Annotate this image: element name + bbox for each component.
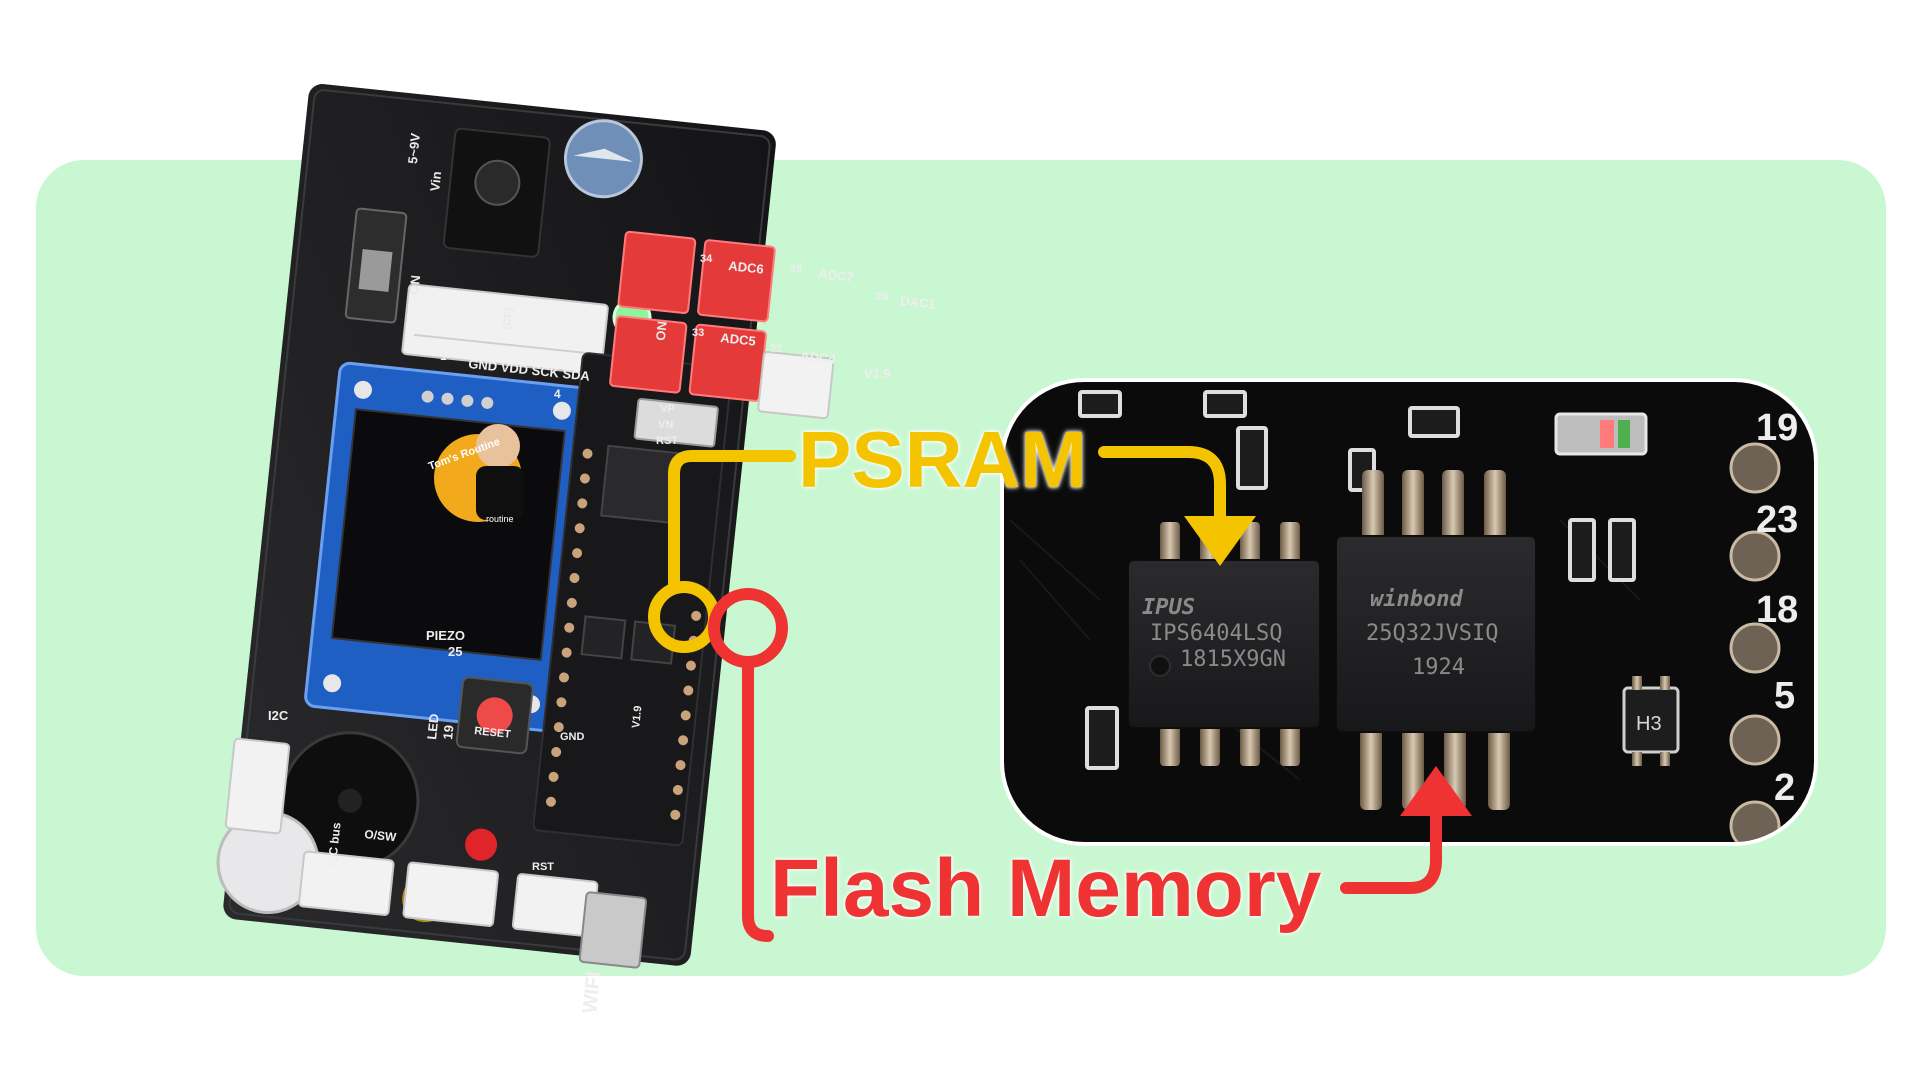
silk-on-led: ON bbox=[653, 320, 670, 341]
flash-arrowhead bbox=[1400, 766, 1472, 816]
adc6-connector bbox=[617, 230, 697, 314]
silk-dac1: DAC1 bbox=[900, 293, 937, 312]
header-pin-23: 23 bbox=[1756, 499, 1798, 541]
psram-label: PSRAM bbox=[798, 415, 1087, 504]
silk-vin: Vin bbox=[427, 171, 444, 193]
display-avatar-face bbox=[476, 424, 520, 468]
silk-ch1: 1 bbox=[440, 349, 447, 363]
flash-chip-zoom: winbond 25Q32JVSIQ 1924 bbox=[1335, 470, 1537, 810]
psram-chip-line-3: 1815X9GN bbox=[1180, 647, 1286, 672]
flash-leader bbox=[742, 656, 774, 942]
psram-arrow-line bbox=[1098, 446, 1226, 526]
header-pin-18: 18 bbox=[1756, 589, 1798, 631]
silk-i2c-bus: I2C bus bbox=[325, 821, 343, 866]
connector-top bbox=[401, 283, 609, 376]
bottom-connector-1 bbox=[298, 850, 395, 916]
adc7-connector bbox=[697, 239, 776, 323]
silk-ch4: 4 bbox=[554, 387, 561, 401]
display-sub: routine bbox=[486, 514, 514, 524]
silk-version: V1.9 bbox=[864, 366, 891, 381]
dev-board: 5~9V Vin ON ON (CF) V1.9 bbox=[216, 83, 835, 969]
flash-callout bbox=[708, 588, 1442, 942]
silk-adc6: ADC6 bbox=[728, 258, 765, 277]
silk-rst: RST bbox=[656, 435, 678, 447]
silk-v19: V1.9 bbox=[630, 705, 644, 729]
silk-on: ON bbox=[406, 274, 423, 295]
psram-arrowhead bbox=[1184, 516, 1256, 566]
header-pin-2: 2 bbox=[1774, 767, 1795, 809]
silk-power: 5~9V bbox=[405, 132, 423, 164]
flash-chip-line-1: winbond bbox=[1370, 587, 1463, 612]
silk-vp: VP bbox=[660, 403, 675, 415]
silk-adc7: ADC7 bbox=[818, 266, 855, 285]
silk-pin26: 26 bbox=[876, 291, 888, 303]
header-pin-19: 19 bbox=[1756, 407, 1798, 449]
adc5-connector bbox=[609, 315, 688, 394]
psram-chip-zoom: IPUS IPS6404LSQ 1815X9GN bbox=[1127, 522, 1321, 766]
oled-display-content: Tom's Routine routine bbox=[427, 424, 524, 524]
silk-wifi: WIFI bbox=[579, 970, 605, 1014]
psram-chip-line-1: IPUS bbox=[1142, 595, 1195, 620]
silk-piezo: PIEZO bbox=[426, 628, 465, 643]
silk-pin34: 34 bbox=[700, 253, 713, 265]
silk-gnd: GND bbox=[560, 731, 585, 743]
small-part-label: H3 bbox=[1636, 713, 1662, 735]
board-psram bbox=[580, 615, 627, 660]
header-pins-zoom: 19 23 18 5 2 bbox=[1729, 407, 1798, 842]
silk-osw: O/SW bbox=[364, 827, 398, 844]
dac1-connector bbox=[757, 350, 835, 420]
silk-led-pin: 19 bbox=[440, 724, 456, 740]
silk-pin33: 33 bbox=[692, 327, 704, 339]
silk-adc4: ADC4 bbox=[800, 348, 838, 367]
psram-leader bbox=[668, 450, 796, 593]
v19-switch bbox=[633, 397, 719, 448]
silk-vn: VN bbox=[658, 419, 673, 431]
small-part-zoom: H3 bbox=[1622, 676, 1680, 766]
display-avatar-body bbox=[476, 466, 524, 520]
silk-pin32: 32 bbox=[770, 343, 782, 355]
psram-chip-line-2: IPS6404LSQ bbox=[1150, 621, 1282, 646]
silk-pin35: 35 bbox=[790, 263, 802, 275]
silk-i2c: I2C bbox=[268, 708, 289, 723]
silk-reset: RESET bbox=[474, 725, 512, 741]
red-led bbox=[465, 828, 498, 861]
silk-piezo-pin: 25 bbox=[448, 644, 462, 659]
header-pin-5: 5 bbox=[1774, 675, 1795, 717]
esp32-chip bbox=[600, 444, 680, 524]
silk-cap: (CF) bbox=[501, 307, 515, 330]
zoom-inset: IPUS IPS6404LSQ 1815X9GN bbox=[1000, 378, 1818, 846]
silk-led: LED bbox=[424, 713, 442, 740]
flash-chip-line-3: 1924 bbox=[1412, 655, 1465, 680]
flash-memory-label: Flash Memory bbox=[770, 843, 1322, 934]
usb-port bbox=[578, 891, 647, 969]
flash-arrow-line bbox=[1340, 806, 1442, 894]
i2c-connector bbox=[224, 737, 291, 835]
silk-rst2: RST bbox=[532, 861, 554, 873]
silk-adc5: ADC5 bbox=[720, 330, 757, 349]
bottom-connector-2 bbox=[402, 861, 499, 927]
flash-chip-line-2: 25Q32JVSIQ bbox=[1366, 621, 1498, 646]
